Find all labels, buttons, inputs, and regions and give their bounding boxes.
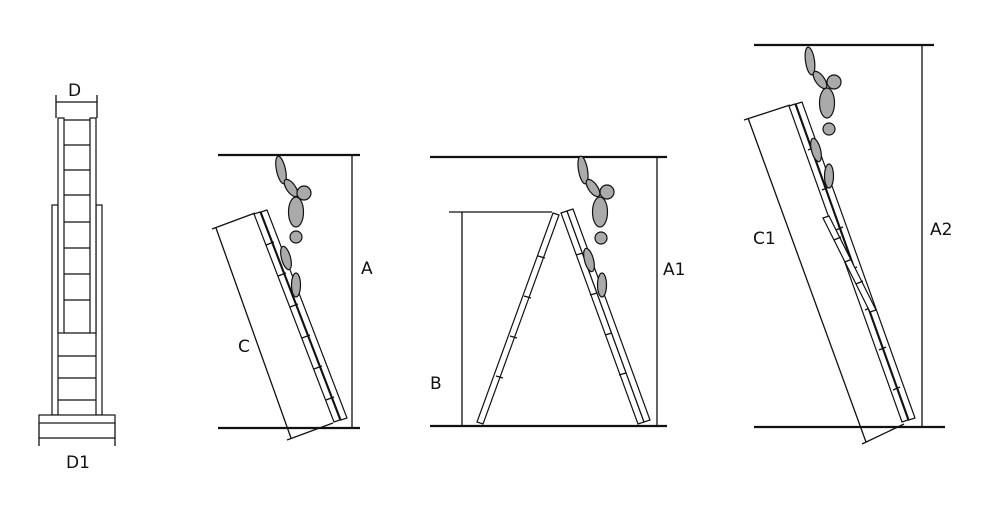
person-figure [577, 155, 615, 298]
extended-ladder-view: A2 C1 [743, 43, 952, 445]
label-a2: A2 [930, 220, 952, 240]
label-c: C [238, 337, 250, 357]
label-d1: D1 [66, 453, 90, 473]
a-frame-ladder-view: A1 B [430, 155, 685, 428]
label-d: D [68, 81, 81, 101]
label-c1: C1 [753, 229, 776, 249]
person-figure [804, 46, 842, 189]
rungs [58, 144, 96, 401]
label-a: A [361, 259, 373, 279]
label-b: B [430, 374, 442, 394]
person-figure [275, 155, 312, 298]
leaning-ladder-view: A C [211, 153, 373, 441]
folded-ladder-front-view: D D1 [38, 81, 116, 473]
label-a1: A1 [663, 260, 685, 280]
